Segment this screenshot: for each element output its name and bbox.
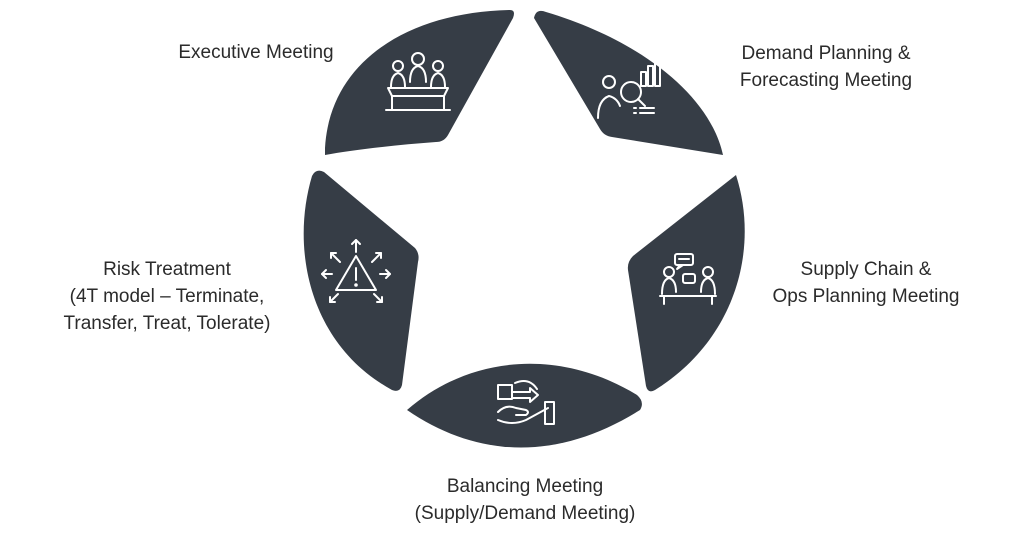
label-line: Balancing Meeting <box>446 476 604 497</box>
team-discussion-icon <box>659 253 717 305</box>
label-line: (4T model – Terminate, <box>69 286 265 307</box>
label-executive-meeting: Executive Meeting <box>160 39 352 66</box>
segment-risk-treatment <box>303 170 419 391</box>
label-line: Executive Meeting <box>178 42 334 63</box>
label-balancing: Balancing Meeting (Supply/Demand Meeting… <box>380 473 670 527</box>
risk-warning-arrows-icon <box>321 239 391 303</box>
label-risk-treatment: Risk Treatment (4T model – Terminate, Tr… <box>30 256 304 337</box>
label-line: Risk Treatment <box>103 259 231 280</box>
label-line: (Supply/Demand Meeting) <box>414 503 636 524</box>
meeting-table-icon <box>385 52 451 111</box>
label-demand-planning: Demand Planning & Forecasting Meeting <box>716 40 936 94</box>
label-line: Transfer, Treat, Tolerate) <box>63 313 271 334</box>
label-line: Supply Chain & <box>800 259 932 280</box>
label-supply-chain: Supply Chain & Ops Planning Meeting <box>748 256 984 310</box>
label-line: Ops Planning Meeting <box>772 286 960 307</box>
label-line: Demand Planning & <box>741 43 911 64</box>
label-line: Forecasting Meeting <box>739 70 913 91</box>
hand-process-icon <box>497 380 555 425</box>
analytics-chart-magnifier-icon <box>597 59 661 119</box>
segment-executive-meeting <box>325 10 514 155</box>
segment-balancing <box>407 363 642 448</box>
